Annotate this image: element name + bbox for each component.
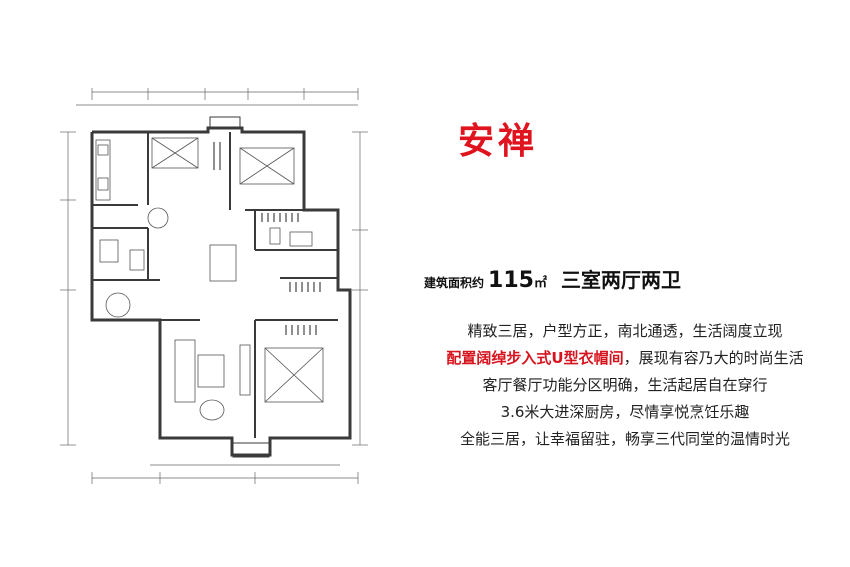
desc-line-1: 精致三居，户型方正，南北通透，生活阔度立现 [467,322,783,340]
dimension-lines [60,88,368,484]
area-value: 115 [488,268,534,293]
area-unit: ㎡ [533,276,547,291]
windows [209,116,270,458]
desc-line-2-rest: ，展现有容乃大的时尚生活 [623,349,804,367]
desc-highlight: 配置阔绰步入式U型衣帽间 [446,349,624,367]
layout-type: 三室两厅两卫 [560,268,681,292]
wardrobe-hatching [213,142,321,335]
exterior-walls [90,126,352,457]
desc-line-2: 配置阔绰步入式U型衣帽间，展现有容乃大的时尚生活 [400,345,850,372]
area-label: 建筑面积约 [424,276,485,290]
desc-line-4: 3.6米大进深厨房，尽情享悦烹饪乐趣 [500,403,750,421]
interior-walls [92,132,338,438]
floor-plan [60,88,368,484]
project-title: 安禅 [458,121,539,162]
description-block: 精致三居，户型方正，南北通透，生活阔度立现 配置阔绰步入式U型衣帽间，展现有容乃… [400,318,850,453]
fixtures [95,137,324,421]
desc-line-5: 全能三居，让幸福留驻，畅享三代同堂的温情时光 [459,430,790,448]
desc-line-3: 客厅餐厅功能分区明确，生活起居自在穿行 [482,376,768,394]
